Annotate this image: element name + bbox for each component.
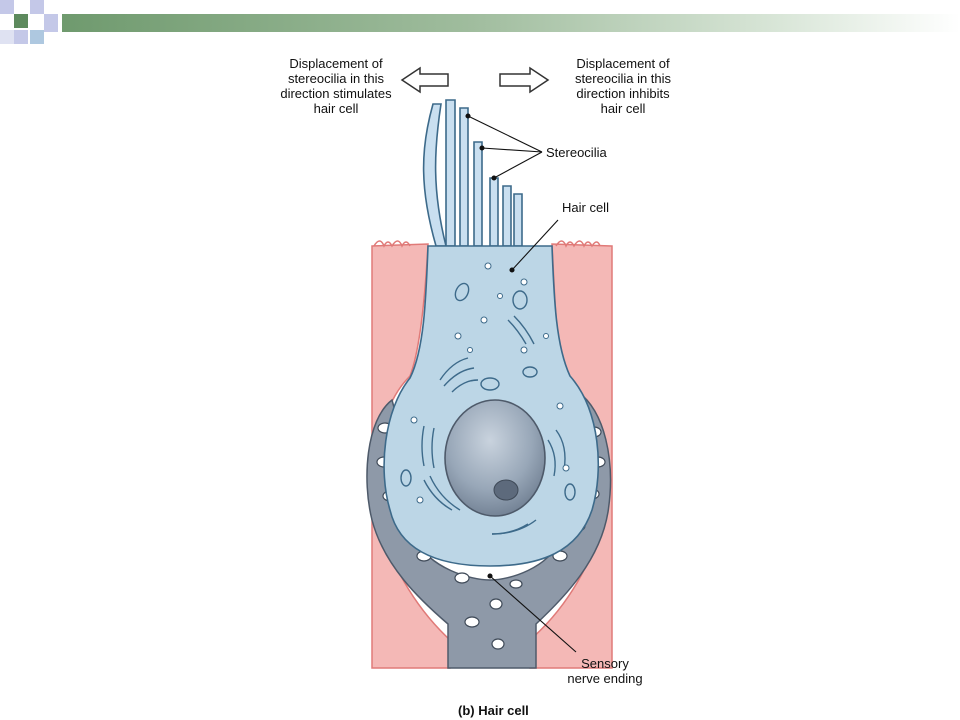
right-arrow-icon <box>499 66 550 94</box>
stereocilia-bundle <box>422 99 523 247</box>
label-line: hair cell <box>600 101 646 116</box>
left-arrow-icon <box>400 66 449 94</box>
deco-square <box>30 0 44 14</box>
label-line: direction inhibits <box>576 86 670 101</box>
deco-square <box>0 0 14 14</box>
label-line: nerve ending <box>567 671 643 686</box>
label-hair-cell: Hair cell <box>562 200 609 215</box>
label-sensory-nerve-ending: Sensory nerve ending <box>560 656 650 686</box>
label-line: Displacement of <box>576 56 670 71</box>
label-line: Displacement of <box>289 56 383 71</box>
direction-arrows <box>400 66 550 94</box>
label-line: Sensory <box>581 656 629 671</box>
label-text: Stereocilia <box>546 145 607 160</box>
deco-square <box>30 30 44 44</box>
label-stereocilia: Stereocilia <box>546 145 607 160</box>
label-text: Hair cell <box>562 200 609 215</box>
deco-square <box>44 14 58 32</box>
leader-lines <box>465 113 577 653</box>
deco-square <box>0 30 14 44</box>
deco-square <box>14 30 28 44</box>
label-inhibits-direction: Displacement of stereocilia in this dire… <box>556 56 690 116</box>
label-line: hair cell <box>313 101 359 116</box>
label-line: stereocilia in this <box>287 71 385 86</box>
deco-square <box>14 14 28 28</box>
label-stimulates-direction: Displacement of stereocilia in this dire… <box>266 56 406 116</box>
hair-cell-body <box>383 245 600 567</box>
deco-green-band <box>62 14 960 32</box>
label-line: direction stimulates <box>280 86 392 101</box>
nucleolus <box>493 479 519 501</box>
slide-header-decoration <box>0 0 960 60</box>
label-line: stereocilia in this <box>574 71 672 86</box>
figure-caption: (b) Hair cell <box>458 703 529 718</box>
nucleus <box>444 399 546 517</box>
